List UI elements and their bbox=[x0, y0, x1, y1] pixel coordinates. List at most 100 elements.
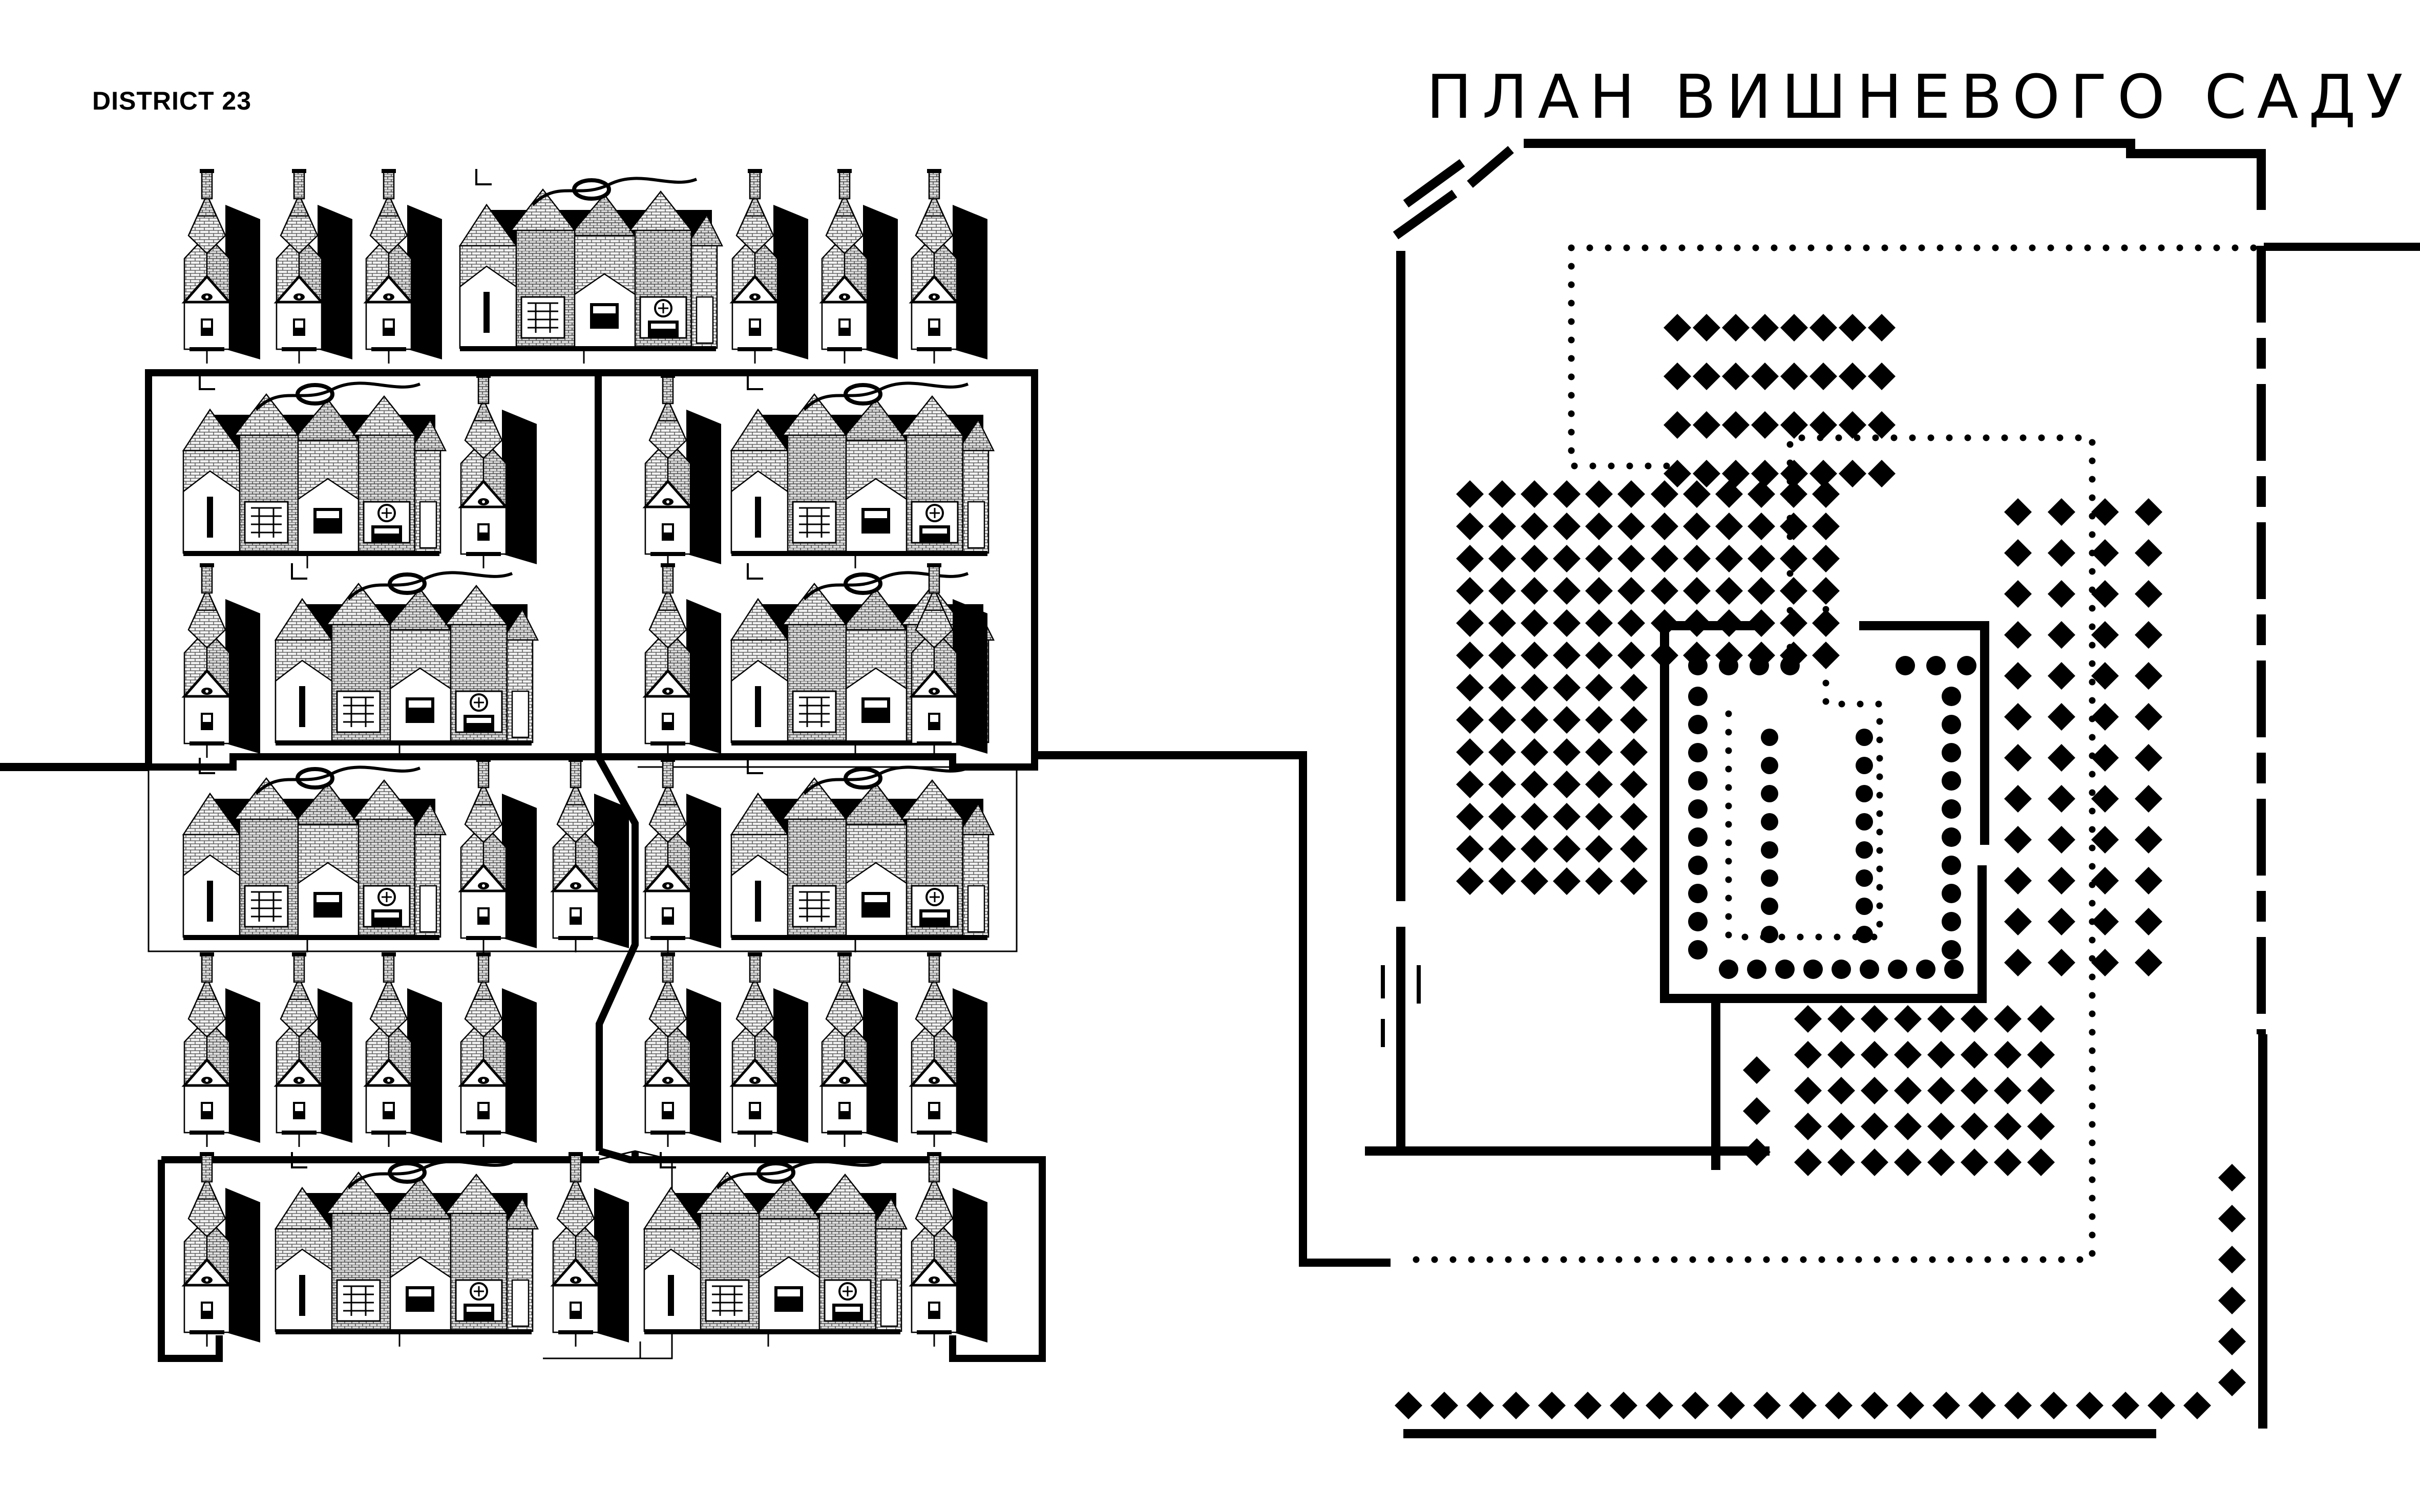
cherry-tree-icon bbox=[1553, 577, 1581, 605]
cherry-tree-icon bbox=[1812, 513, 1840, 540]
cherry-tree-icon bbox=[1722, 314, 1750, 342]
cherry-tree-icon bbox=[2048, 826, 2075, 854]
cherry-tree-icon bbox=[1894, 1005, 1922, 1033]
cherry-tree-icon bbox=[1994, 1077, 2022, 1104]
cherry-tree-icon bbox=[1812, 545, 1840, 572]
cherry-tree-icon bbox=[1827, 1005, 1855, 1033]
round-post-icon bbox=[1688, 940, 1708, 960]
round-post-icon bbox=[1926, 656, 1946, 675]
round-post-icon bbox=[1688, 687, 1708, 706]
cherry-tree-icon bbox=[1927, 1005, 1955, 1033]
lower-block-left-inner bbox=[543, 1150, 673, 1359]
cherry-tree-icon bbox=[1574, 1392, 1602, 1419]
cherry-tree-icon bbox=[1456, 513, 1484, 540]
cherry-tree-icon bbox=[1839, 460, 1866, 487]
cherry-tree-icon bbox=[1839, 314, 1866, 342]
cherry-tree-icon bbox=[1861, 1005, 1888, 1033]
cherry-tree-icon bbox=[1651, 577, 1678, 605]
cherry-tree-icon bbox=[2027, 1005, 2055, 1033]
round-post-icon bbox=[1747, 960, 1766, 979]
cherry-tree-icon bbox=[1780, 513, 1807, 540]
cherry-tree-icon bbox=[1553, 513, 1581, 540]
cherry-tree-icon bbox=[1456, 803, 1484, 830]
round-post-icon bbox=[1916, 960, 1935, 979]
cherry-tree-icon bbox=[2218, 1205, 2246, 1232]
cherry-tree-icon bbox=[1717, 1392, 1745, 1419]
cherry-tree-icon bbox=[1585, 771, 1613, 798]
cherry-tree-icon bbox=[1753, 1392, 1781, 1419]
path-center-u bbox=[1725, 606, 1883, 941]
cherry-tree-icon bbox=[1456, 480, 1484, 508]
cherry-tree-icon bbox=[1620, 706, 1648, 734]
cherry-tree-icon bbox=[1927, 1077, 1955, 1104]
cherry-tree-icon bbox=[1894, 1077, 1922, 1104]
cherry-tree-icon bbox=[1681, 1392, 1709, 1419]
cherry-tree-icon bbox=[1553, 867, 1581, 895]
cherry-tree-icon bbox=[1789, 1392, 1817, 1419]
cherry-tree-icon bbox=[1780, 480, 1807, 508]
cherry-tree-icon bbox=[1927, 1113, 1955, 1140]
cherry-tree-icon bbox=[1927, 1041, 1955, 1069]
cherry-tree-icon bbox=[2218, 1287, 2246, 1314]
round-post-icon bbox=[1780, 656, 1800, 675]
round-post-icon bbox=[1688, 827, 1708, 847]
cherry-tree-icon bbox=[1488, 577, 1516, 605]
cherry-tree-icon bbox=[1825, 1392, 1853, 1419]
house-icon bbox=[366, 169, 442, 364]
cherry-tree-icon bbox=[1994, 1041, 2022, 1069]
cherry-tree-icon bbox=[2048, 662, 2075, 690]
cherry-tree-icon bbox=[2091, 949, 2119, 976]
cherry-tree-icon bbox=[1585, 513, 1613, 540]
cherry-tree-icon bbox=[2135, 621, 2162, 649]
cherry-tree-icon bbox=[1488, 738, 1516, 766]
cherry-tree-icon bbox=[2135, 826, 2162, 854]
cherry-tree-icon bbox=[1693, 314, 1720, 342]
cherry-tree-icon bbox=[1827, 1113, 1855, 1140]
house-icon bbox=[553, 1152, 629, 1347]
house-icon bbox=[277, 952, 352, 1147]
lower-block-right bbox=[598, 1147, 1046, 1362]
wall-north bbox=[1524, 139, 2266, 210]
cherry-tree-icon bbox=[2004, 744, 2032, 772]
round-post-icon bbox=[1856, 841, 1873, 859]
cherry-tree-icon bbox=[1961, 1148, 1988, 1176]
cherry-tree-icon bbox=[2027, 1077, 2055, 1104]
cherry-tree-icon bbox=[1456, 738, 1484, 766]
cherry-tree-icon bbox=[1466, 1392, 1494, 1419]
cherry-tree-icon bbox=[2027, 1041, 2055, 1069]
cherry-tree-icon bbox=[2048, 867, 2075, 895]
cherry-tree-icon bbox=[1521, 738, 1548, 766]
round-post-icon bbox=[1761, 841, 1778, 859]
block-outline-middle-left bbox=[148, 767, 634, 952]
cherry-tree-icon bbox=[1585, 835, 1613, 863]
cherry-tree-icon bbox=[1748, 480, 1775, 508]
cherry-tree-icon bbox=[1456, 867, 1484, 895]
cherry-tree-icon bbox=[2135, 949, 2162, 976]
cherry-tree-icon bbox=[1927, 1148, 1955, 1176]
round-posts bbox=[1688, 656, 1976, 979]
cherry-tree-icon bbox=[1994, 1005, 2022, 1033]
cherry-tree-icon bbox=[1894, 1041, 1922, 1069]
cherry-tree-icon bbox=[1794, 1113, 1822, 1140]
cherry-tree-icon bbox=[1395, 1392, 1422, 1419]
cherry-tree-icon bbox=[1617, 513, 1645, 540]
cherry-tree-icon bbox=[2076, 1392, 2103, 1419]
cherry-tree-icon bbox=[1664, 363, 1691, 390]
cherry-tree-icon bbox=[1715, 513, 1743, 540]
cherry-tree-icon bbox=[2048, 621, 2075, 649]
house-complex-icon bbox=[644, 1152, 907, 1347]
house-icon bbox=[366, 952, 442, 1147]
cherry-tree-icon bbox=[1521, 577, 1548, 605]
cherry-tree-icon bbox=[1488, 674, 1516, 701]
cherry-tree-icon bbox=[1780, 411, 1808, 439]
round-post-icon bbox=[1761, 729, 1778, 746]
cherry-tree-icon bbox=[1827, 1148, 1855, 1176]
cherry-tree-icon bbox=[1553, 642, 1581, 669]
round-post-icon bbox=[1942, 827, 1961, 847]
cherry-tree-icon bbox=[2091, 826, 2119, 854]
round-post-icon bbox=[1942, 940, 1961, 960]
cherry-tree-icon bbox=[1968, 1392, 1996, 1419]
cherry-tree-icon bbox=[1521, 867, 1548, 895]
cherry-tree-icon bbox=[1651, 545, 1678, 572]
cherry-tree-icon bbox=[1748, 609, 1775, 637]
